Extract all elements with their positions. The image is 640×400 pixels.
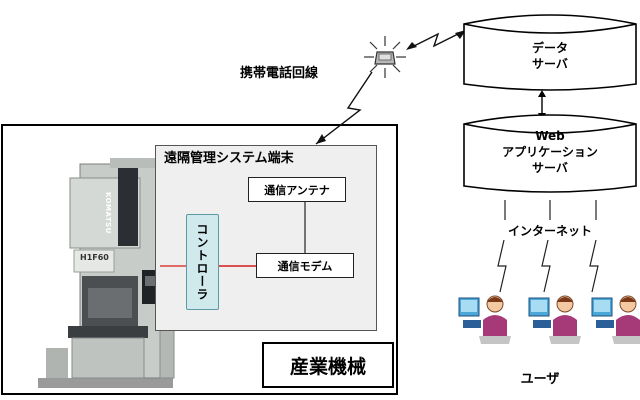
user-icon xyxy=(458,295,511,344)
web-server-cylinder xyxy=(463,114,637,193)
data-server-label: データ サーバ xyxy=(462,40,638,72)
data-server-label-line1: データ xyxy=(531,41,568,55)
data-server-label-line2: サーバ xyxy=(532,57,568,71)
remote-terminal-label: 遠隔管理システム端末 xyxy=(164,151,294,166)
modem-label: 通信モデム xyxy=(277,259,333,273)
controller-label: コントローラ xyxy=(195,223,209,301)
user-icon xyxy=(591,295,640,344)
data-server-cylinder xyxy=(463,14,637,91)
internet-link-1 xyxy=(497,239,507,293)
internet-link-3 xyxy=(589,239,599,293)
industrial-machine-label-box: 産業機械 xyxy=(262,342,394,388)
internet-label: インターネット xyxy=(507,224,592,238)
press-machine-image xyxy=(38,158,175,388)
modem-box: 通信モデム xyxy=(256,253,354,278)
machine-brand-text: KOMATSU xyxy=(104,192,112,234)
satellite-icon xyxy=(364,36,406,78)
controller-box: コントローラ xyxy=(186,214,219,310)
user-icon xyxy=(528,295,581,344)
mobile-line-label: 携帯電話回線 xyxy=(240,66,319,81)
antenna-label: 通信アンテナ xyxy=(264,183,330,197)
web-server-label: Web アプリケーション サーバ xyxy=(462,128,638,176)
web-server-label-line1: Web xyxy=(535,129,565,143)
antenna-box: 通信アンテナ xyxy=(248,177,346,202)
industrial-machine-label: 産業機械 xyxy=(289,355,366,378)
web-server-label-line2: アプリケーション xyxy=(502,145,598,159)
machine-model-text: H1F60 xyxy=(80,253,109,262)
server-link-zigzag xyxy=(409,31,463,49)
web-server-label-line3: サーバ xyxy=(532,161,568,175)
users-label: ユーザ xyxy=(520,372,560,387)
mobile-link-zigzag xyxy=(315,71,373,145)
internet-link-2 xyxy=(541,239,551,293)
